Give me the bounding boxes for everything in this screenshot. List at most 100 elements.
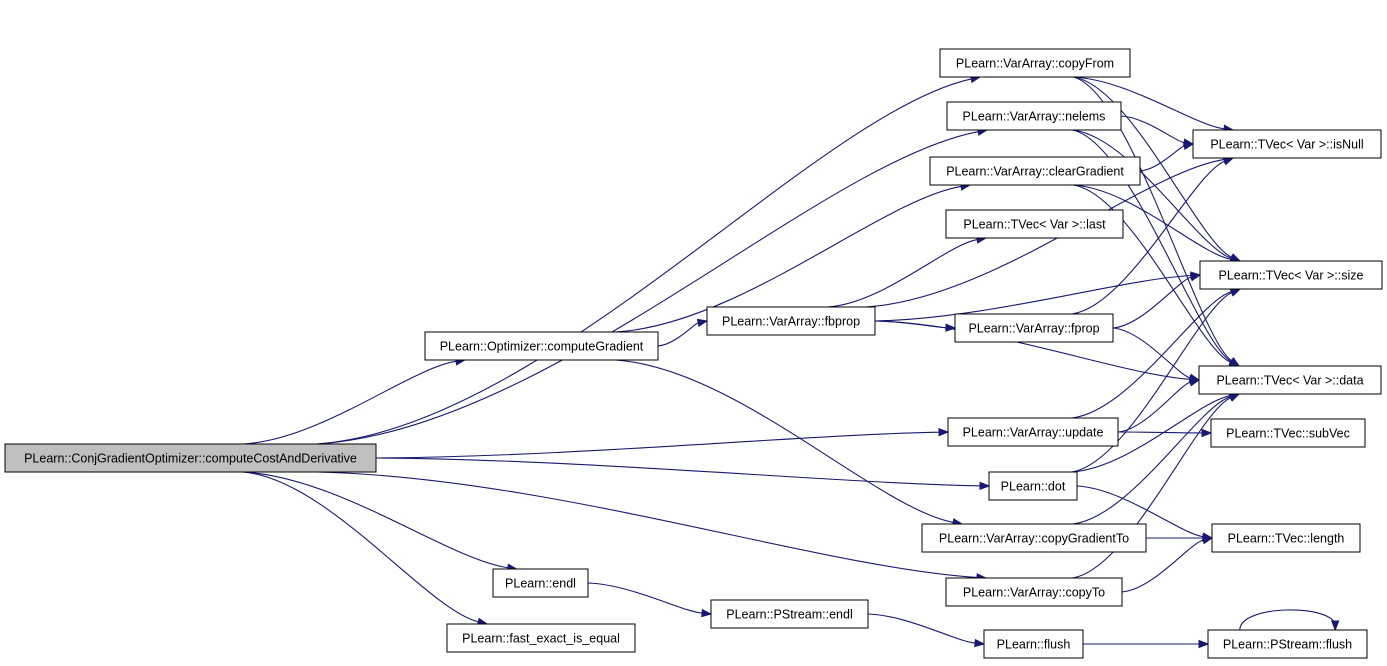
- call-nodes: PLearn::ConjGradientOptimizer::computeCo…: [4, 48, 1383, 659]
- node-box: [1207, 629, 1368, 659]
- node-label: PLearn::TVec< Var >::isNull: [1210, 138, 1363, 152]
- edge-fprop-to-size: [1112, 276, 1192, 329]
- node-box: [424, 331, 659, 361]
- node-is-null[interactable]: PLearn::TVec< Var >::isNull: [1192, 129, 1382, 159]
- node-copy-gradient-to[interactable]: PLearn::VarArray::copyGradientTo: [921, 523, 1147, 553]
- node-size[interactable]: PLearn::TVec< Var >::size: [1199, 260, 1383, 290]
- node-label: PLearn::PStream::flush: [1223, 638, 1352, 652]
- edge-fbprop-to-data: [874, 320, 1191, 380]
- node-box: [1198, 365, 1382, 395]
- node-fast-exact-is-equal[interactable]: PLearn::fast_exact_is_equal: [446, 623, 636, 653]
- node-box: [4, 443, 377, 473]
- node-label: PLearn::VarArray::fprop: [968, 322, 1099, 336]
- edge-compute_gradient-to-copy_gradient_to: [615, 359, 954, 523]
- node-length[interactable]: PLearn::TVec::length: [1211, 523, 1361, 553]
- node-label: PLearn::VarArray::copyGradientTo: [939, 532, 1129, 546]
- arrowhead-pstream_endl-to-flush: [974, 638, 986, 648]
- node-label: PLearn::flush: [997, 638, 1071, 652]
- arrowhead-dot-to-size: [1229, 288, 1242, 297]
- edge-update-to-data: [1117, 381, 1191, 433]
- edge-compute_gradient-to-clear_gradient: [615, 185, 962, 333]
- edge-root-to-update: [375, 431, 940, 459]
- node-box: [988, 471, 1078, 501]
- edge-copy_from-to-data: [1073, 76, 1232, 362]
- node-label: PLearn::dot: [1001, 480, 1066, 494]
- node-label: PLearn::VarArray::copyTo: [963, 586, 1105, 600]
- edge-pstream_endl-to-flush: [867, 613, 976, 644]
- node-box: [945, 577, 1123, 607]
- node-box: [929, 156, 1141, 186]
- node-data[interactable]: PLearn::TVec< Var >::data: [1198, 365, 1382, 395]
- node-copy-from[interactable]: PLearn::VarArray::copyFrom: [939, 48, 1131, 78]
- node-label: PLearn::endl: [505, 577, 576, 591]
- node-label: PLearn::PStream::endl: [726, 608, 852, 622]
- node-label: PLearn::ConjGradientOptimizer::computeCo…: [24, 452, 357, 466]
- edge-fbprop-to-size: [874, 274, 1192, 322]
- arrowhead-pstream_flush-to-pstream_flush: [1330, 620, 1340, 632]
- edge-copy_to-to-length: [1121, 539, 1204, 593]
- node-label: PLearn::Optimizer::computeGradient: [440, 340, 644, 354]
- arrowhead-compute_gradient-to-fbprop: [696, 318, 709, 328]
- node-box: [947, 417, 1119, 447]
- edge-copy_from-to-is_null: [1072, 76, 1225, 130]
- edge-root-to-dot: [375, 457, 981, 487]
- node-label: PLearn::TVec< Var >::data: [1216, 374, 1363, 388]
- edge-root-to-copy_to: [317, 471, 978, 578]
- node-fprop[interactable]: PLearn::VarArray::fprop: [954, 313, 1114, 343]
- node-root[interactable]: PLearn::ConjGradientOptimizer::computeCo…: [4, 443, 377, 473]
- edge-copy_from-to-size: [1073, 76, 1232, 258]
- node-dot[interactable]: PLearn::dot: [988, 471, 1078, 501]
- edge-fbprop-to-tvec_last: [827, 239, 978, 308]
- node-label: PLearn::fast_exact_is_equal: [462, 632, 620, 646]
- arrowhead-update-to-sub_vec: [1201, 428, 1213, 438]
- edge-copy_to-to-data: [1072, 397, 1231, 579]
- edge-fprop-to-is_null: [1071, 160, 1225, 315]
- edge-root-to-fast_exact_is_equal: [243, 471, 479, 623]
- edge-dot-to-size: [1071, 292, 1232, 473]
- node-label: PLearn::TVec::subVec: [1226, 427, 1350, 441]
- edge-update-to-size: [1071, 291, 1232, 419]
- edge-root-to-endl: [242, 471, 508, 569]
- arrowhead-endl-to-pstream_endl: [701, 608, 713, 618]
- node-label: PLearn::VarArray::update: [963, 426, 1104, 440]
- edge-root-to-copy_from: [317, 78, 972, 445]
- node-box: [446, 623, 636, 653]
- node-compute-gradient[interactable]: PLearn::Optimizer::computeGradient: [424, 331, 659, 361]
- node-box: [939, 48, 1131, 78]
- edge-copy_gradient_to-to-data: [1072, 396, 1231, 525]
- node-endl[interactable]: PLearn::endl: [492, 568, 589, 598]
- edge-endl-to-pstream_endl: [587, 582, 703, 614]
- node-tvec-last[interactable]: PLearn::TVec< Var >::last: [945, 209, 1124, 239]
- edge-pstream_flush-to-pstream_flush: [1239, 609, 1336, 631]
- edge-fprop-to-data: [1112, 327, 1191, 379]
- node-box: [710, 599, 869, 629]
- node-pstream-endl[interactable]: PLearn::PStream::endl: [710, 599, 869, 629]
- node-copy-to[interactable]: PLearn::VarArray::copyTo: [945, 577, 1123, 607]
- node-update[interactable]: PLearn::VarArray::update: [947, 417, 1119, 447]
- edge-dot-to-length: [1076, 485, 1204, 538]
- call-edges: [242, 74, 1340, 649]
- node-box: [983, 629, 1084, 659]
- edge-clear_gradient-to-data: [1073, 184, 1231, 363]
- edge-root-to-compute_gradient: [243, 360, 457, 445]
- arrowhead-update-to-data: [1188, 378, 1201, 387]
- arrowhead-root-to-dot: [979, 481, 991, 491]
- edge-compute_gradient-to-fbprop: [657, 322, 699, 347]
- node-label: PLearn::VarArray::nelems: [963, 110, 1106, 124]
- node-pstream-flush[interactable]: PLearn::PStream::flush: [1207, 629, 1368, 659]
- node-label: PLearn::VarArray::fbprop: [722, 315, 860, 329]
- node-flush[interactable]: PLearn::flush: [983, 629, 1084, 659]
- node-box: [492, 568, 589, 598]
- node-sub-vec[interactable]: PLearn::TVec::subVec: [1210, 418, 1366, 448]
- node-box: [1199, 260, 1383, 290]
- node-clear-gradient[interactable]: PLearn::VarArray::clearGradient: [929, 156, 1141, 186]
- arrowhead-fprop-to-size: [1189, 273, 1202, 282]
- arrowhead-copy_to-to-data: [1228, 393, 1241, 402]
- node-fbprop[interactable]: PLearn::VarArray::fbprop: [706, 306, 876, 336]
- node-nelems[interactable]: PLearn::VarArray::nelems: [946, 101, 1122, 131]
- edge-nelems-to-is_null: [1120, 115, 1185, 144]
- node-label: PLearn::TVec< Var >::size: [1219, 269, 1364, 283]
- arrowhead-fprop-to-is_null: [1222, 157, 1235, 166]
- edge-dot-to-data: [1071, 395, 1231, 473]
